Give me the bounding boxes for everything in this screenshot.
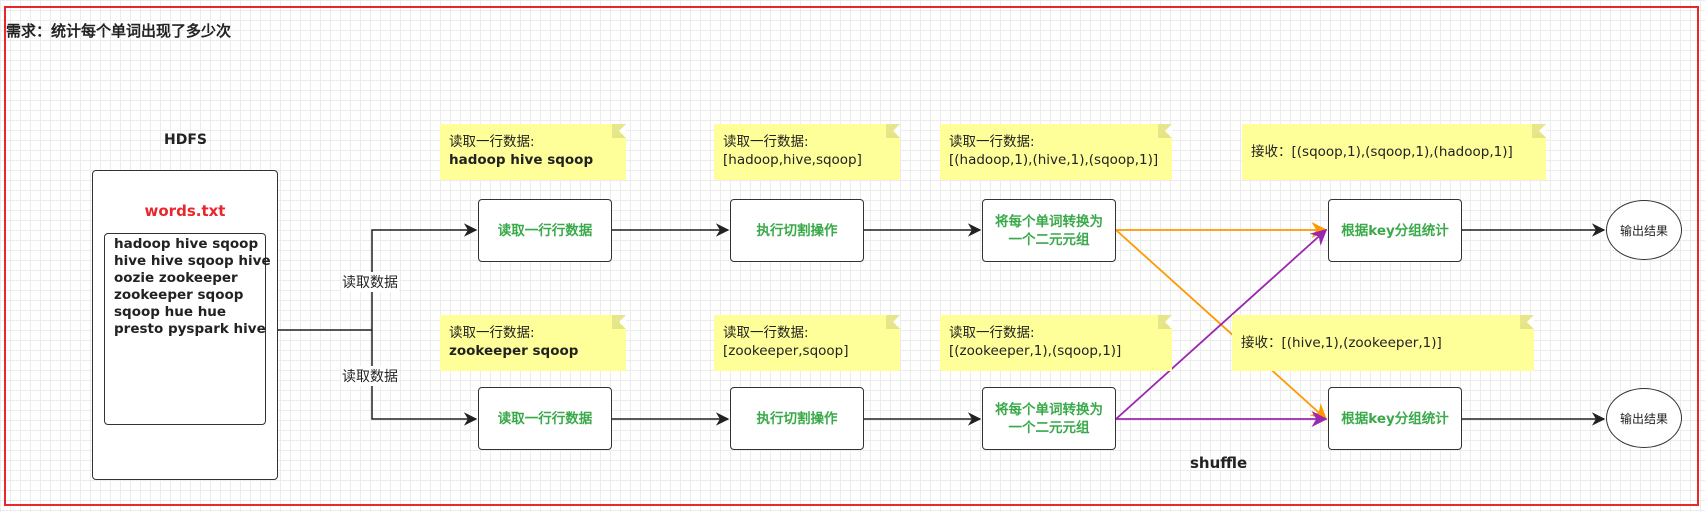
process-label-line1: 将每个单词转换为 xyxy=(995,213,1103,230)
process-label: 根据key分组统计 xyxy=(1341,410,1449,427)
note-line2: [(hadoop,1),(hive,1),(sqoop,1)] xyxy=(949,152,1159,168)
process-group-row2[interactable]: 根据key分组统计 xyxy=(1328,387,1462,450)
process-label-line2: 一个二元元组 xyxy=(1008,419,1090,436)
note-line1: 读取一行数据: xyxy=(449,134,535,150)
note-receive-text: 接收：[(sqoop,1),(sqoop,1),(hadoop,1)] xyxy=(1251,144,1513,160)
note-line2: [(zookeeper,1),(sqoop,1)] xyxy=(949,343,1122,359)
file-line: presto pyspark hive xyxy=(114,321,266,337)
edge-label-read-bottom: 读取数据 xyxy=(341,366,399,386)
connector-hdfs-to-read1 xyxy=(371,223,478,330)
process-read-row2[interactable]: 读取一行行数据 xyxy=(478,387,612,450)
note-row2-map: 读取一行数据: [(zookeeper,1),(sqoop,1)] xyxy=(940,315,1172,371)
file-line: hadoop hive sqoop xyxy=(114,236,259,252)
file-line: sqoop hue hue xyxy=(114,304,227,320)
note-line1: 读取一行数据: xyxy=(723,325,809,341)
file-line: oozie zookeeper xyxy=(114,270,238,286)
connector-hdfs-to-read2 xyxy=(371,330,478,426)
note-receive-text: 接收：[(hive,1),(zookeeper,1)] xyxy=(1241,335,1442,351)
note-row2-receive: 接收：[(hive,1),(zookeeper,1)] xyxy=(1232,315,1534,371)
note-row1-split: 读取一行数据: [hadoop,hive,sqoop] xyxy=(714,124,900,180)
process-map-row1[interactable]: 将每个单词转换为 一个二元元组 xyxy=(982,199,1116,262)
file-line: zookeeper sqoop xyxy=(114,287,244,303)
note-row1-read: 读取一行数据: hadoop hive sqoop xyxy=(440,124,626,180)
note-line2: [hadoop,hive,sqoop] xyxy=(723,152,862,168)
note-row1-map: 读取一行数据: [(hadoop,1),(hive,1),(sqoop,1)] xyxy=(940,124,1172,180)
output-label: 输出结果 xyxy=(1619,223,1668,238)
process-label: 执行切割操作 xyxy=(756,222,838,239)
output-node-row2[interactable]: 输出结果 xyxy=(1606,388,1682,448)
process-read-row1[interactable]: 读取一行行数据 xyxy=(478,199,612,262)
process-label: 根据key分组统计 xyxy=(1341,222,1449,239)
note-line2: [zookeeper,sqoop] xyxy=(723,343,849,359)
process-split-row2[interactable]: 执行切割操作 xyxy=(730,387,864,450)
file-line: hive hive sqoop hive xyxy=(114,253,271,269)
process-label: 执行切割操作 xyxy=(756,410,838,427)
process-label-line2: 一个二元元组 xyxy=(1008,231,1090,248)
note-line2: zookeeper sqoop xyxy=(449,343,579,359)
process-map-row2[interactable]: 将每个单词转换为 一个二元元组 xyxy=(982,387,1116,450)
output-node-row1[interactable]: 输出结果 xyxy=(1606,200,1682,260)
note-line1: 读取一行数据: xyxy=(723,134,809,150)
file-name: words.txt xyxy=(144,202,226,220)
process-label-line1: 将每个单词转换为 xyxy=(995,401,1103,418)
output-label: 输出结果 xyxy=(1619,411,1668,426)
file-content-box: hadoop hive sqoop hive hive sqoop hive o… xyxy=(104,233,271,425)
diagram-title: 需求：统计每个单词出现了多少次 xyxy=(6,22,232,40)
note-row2-read: 读取一行数据: zookeeper sqoop xyxy=(440,315,626,371)
diagram-frame xyxy=(4,6,1699,506)
process-label: 读取一行行数据 xyxy=(497,222,593,239)
note-row1-receive: 接收：[(sqoop,1),(sqoop,1),(hadoop,1)] xyxy=(1242,124,1546,180)
process-label: 读取一行行数据 xyxy=(497,410,593,427)
note-line1: 读取一行数据: xyxy=(949,325,1035,341)
note-line1: 读取一行数据: xyxy=(449,325,535,341)
hdfs-label: HDFS xyxy=(164,132,207,148)
edge-label-read-top: 读取数据 xyxy=(341,272,399,292)
shuffle-label: shuffle xyxy=(1190,454,1248,472)
note-line2: hadoop hive sqoop xyxy=(449,152,594,168)
note-line1: 读取一行数据: xyxy=(949,134,1035,150)
note-row2-split: 读取一行数据: [zookeeper,sqoop] xyxy=(714,315,900,371)
process-split-row1[interactable]: 执行切割操作 xyxy=(730,199,864,262)
shuffle-map2-group1 xyxy=(1115,228,1328,420)
process-group-row1[interactable]: 根据key分组统计 xyxy=(1328,199,1462,262)
